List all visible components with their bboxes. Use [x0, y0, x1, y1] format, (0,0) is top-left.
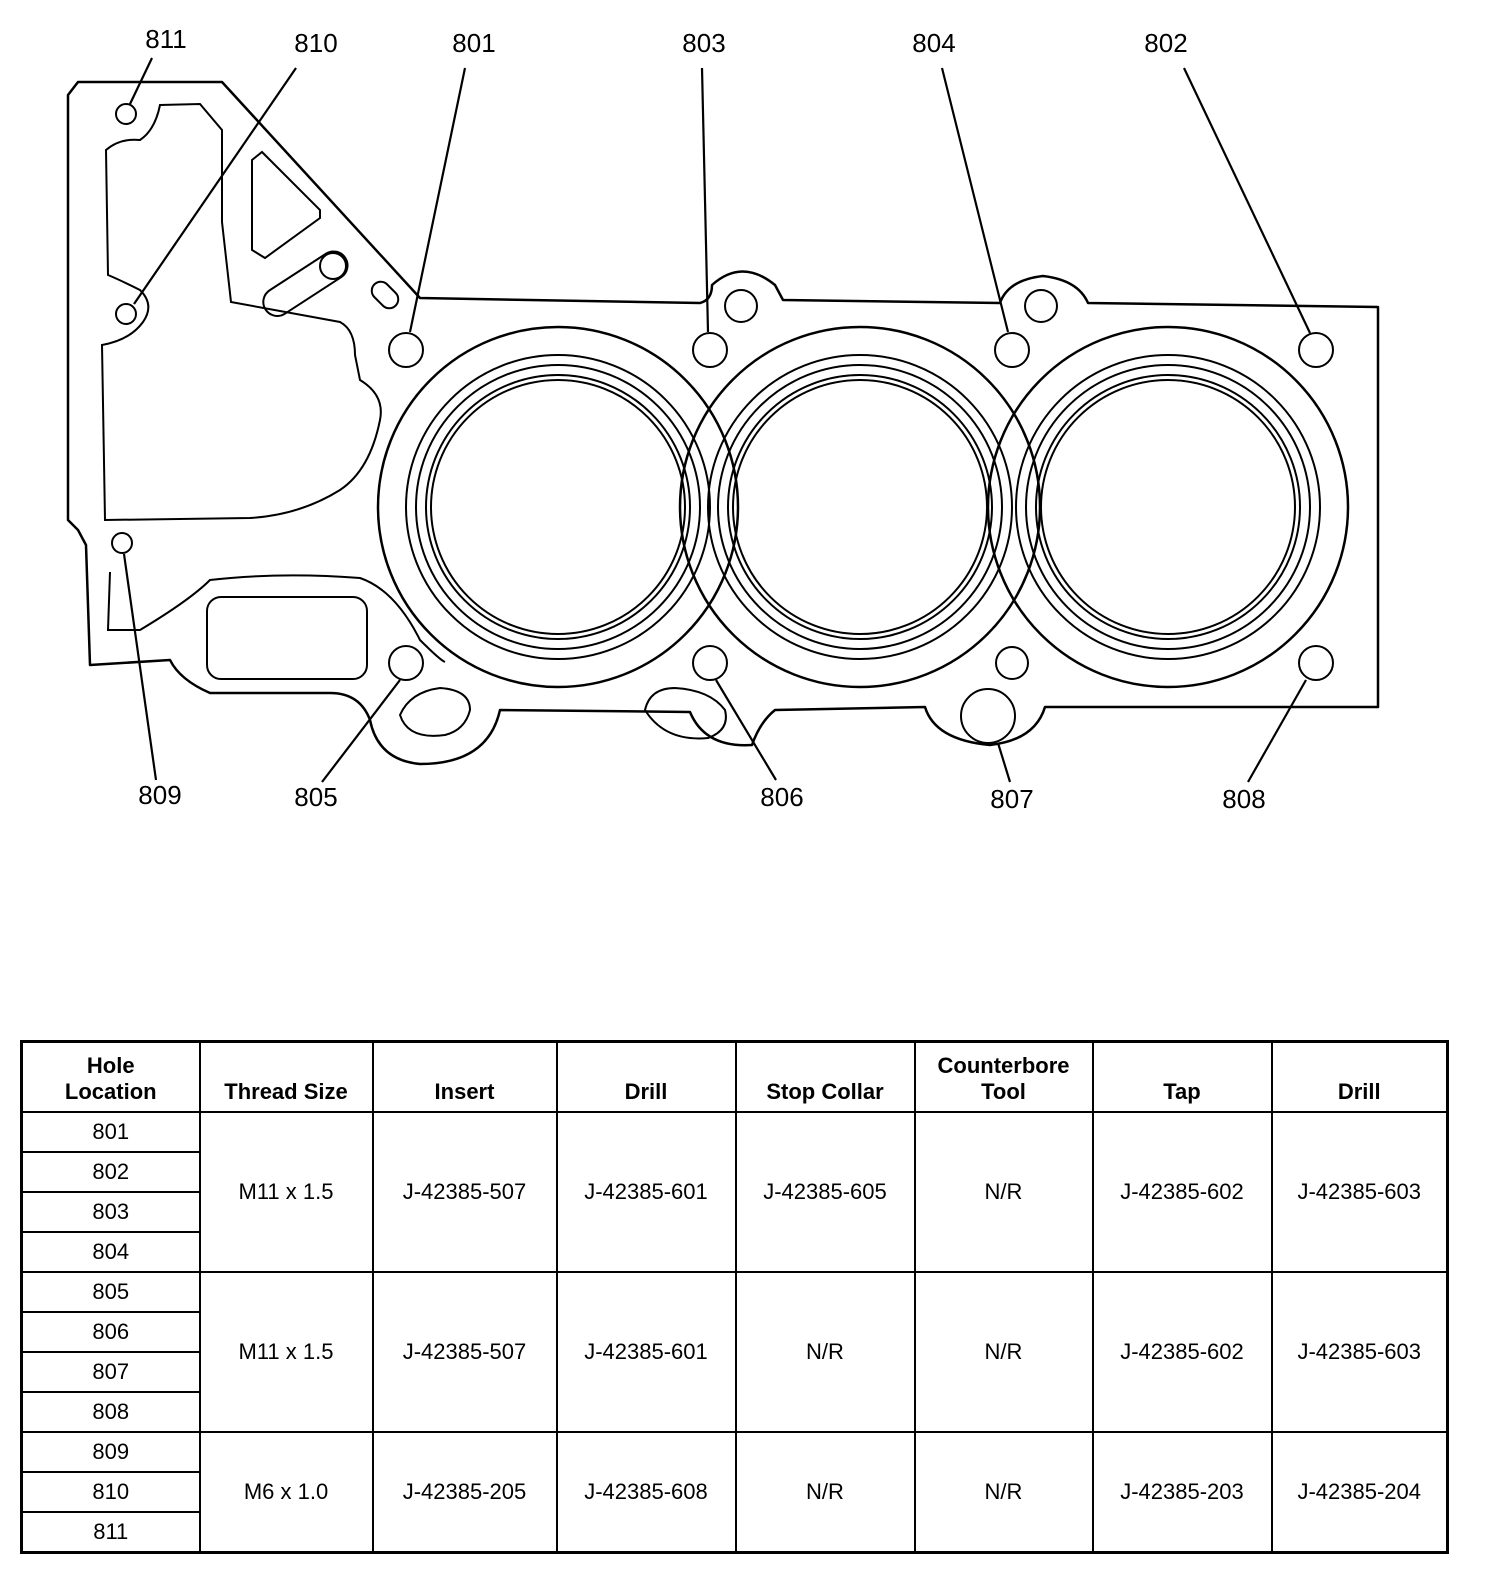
slot-passage — [262, 250, 349, 317]
hole-location-cell: 808 — [20, 1391, 201, 1433]
drill-2-cell: J-42385-603 — [1270, 1111, 1449, 1273]
hole-802 — [1298, 332, 1334, 368]
thread-size-cell: M11 x 1.5 — [198, 1271, 374, 1433]
hole-location-cell: 807 — [20, 1351, 201, 1393]
cylinder-1 — [376, 325, 740, 689]
hole-807 — [960, 688, 1016, 744]
tap-cell: J-42385-602 — [1091, 1271, 1273, 1433]
hole-807b — [995, 646, 1029, 680]
table-row: 807 — [20, 1351, 1448, 1393]
counterbore-tool-cell: N/R — [913, 1271, 1094, 1433]
hole-804 — [994, 332, 1030, 368]
hole-location-cell: 804 — [20, 1231, 201, 1273]
hole-location-cell: 806 — [20, 1311, 201, 1353]
header-drill-2: Drill — [1270, 1040, 1449, 1113]
header-drill: Drill — [555, 1040, 737, 1113]
hole-top-b — [1024, 289, 1058, 323]
counterbore-tool-cell: N/R — [913, 1111, 1094, 1273]
table-row: 810 — [20, 1471, 1448, 1513]
insert-cell: J-42385-507 — [371, 1271, 558, 1433]
hole-805 — [388, 645, 424, 681]
table-row: 801 M11 x 1.5 J-42385-507 J-42385-601 J-… — [20, 1111, 1449, 1273]
callout-801: 801 — [452, 28, 495, 58]
hole-803 — [692, 332, 728, 368]
thread-size-cell: M6 x 1.0 — [198, 1431, 374, 1554]
header-stop-collar: Stop Collar — [734, 1040, 916, 1113]
callout-807: 807 — [990, 784, 1033, 814]
header-thread-size: Thread Size — [198, 1040, 374, 1113]
callout-802: 802 — [1144, 28, 1187, 58]
insert-cell: J-42385-507 — [371, 1111, 558, 1273]
table-row: 804 — [20, 1231, 1448, 1273]
gasket-outline — [66, 80, 1380, 766]
hole-809 — [111, 532, 133, 554]
callout-805: 805 — [294, 782, 337, 812]
hole-801 — [388, 332, 424, 368]
drill-2-cell: J-42385-603 — [1270, 1271, 1449, 1433]
stop-collar-cell: N/R — [734, 1271, 916, 1433]
table-row: 809 M6 x 1.0 J-42385-205 J-42385-608 N/R… — [20, 1431, 1449, 1554]
tool-spec-table: Hole Location Thread Size Insert Drill S… — [20, 1040, 1449, 1554]
header-hole-location: Hole Location — [20, 1040, 201, 1113]
drill-cell: J-42385-601 — [555, 1111, 737, 1273]
header-counterbore-tool: Counterbore Tool — [913, 1040, 1094, 1113]
table-row: 802 — [20, 1151, 1448, 1193]
triangle-passage — [251, 150, 321, 260]
callout-806: 806 — [760, 782, 803, 812]
insert-cell: J-42385-205 — [371, 1431, 558, 1554]
table-row: 806 — [20, 1311, 1448, 1353]
table-row: 805 M11 x 1.5 J-42385-507 J-42385-601 N/… — [20, 1271, 1449, 1433]
hole-location-cell: 809 — [20, 1431, 201, 1473]
left-upper-passage — [100, 102, 382, 522]
hole-location-cell: 803 — [20, 1191, 201, 1233]
hole-top-a — [724, 289, 758, 323]
callout-808: 808 — [1222, 784, 1265, 814]
callout-809: 809 — [138, 780, 181, 810]
callout-810: 810 — [294, 28, 337, 58]
lower-left-passage — [206, 596, 368, 680]
header-tap: Tap — [1091, 1040, 1273, 1113]
table-header-row: Hole Location Thread Size Insert Drill S… — [20, 1040, 1449, 1113]
hole-808 — [1298, 645, 1334, 681]
hole-location-cell: 802 — [20, 1151, 201, 1193]
hole-811 — [115, 103, 137, 125]
table-row: 803 — [20, 1191, 1448, 1233]
lower-oval-1 — [398, 686, 472, 737]
table-row: 808 — [20, 1391, 1448, 1433]
thread-size-cell: M11 x 1.5 — [198, 1111, 374, 1273]
hole-location-cell: 805 — [20, 1271, 201, 1313]
callout-804: 804 — [912, 28, 955, 58]
small-slot — [370, 280, 400, 310]
callout-811: 811 — [145, 24, 186, 54]
head-gasket-diagram: 811 810 801 803 804 802 809 805 806 807 … — [66, 24, 1380, 814]
cylinder-3 — [986, 325, 1350, 689]
counterbore-tool-cell: N/R — [913, 1431, 1094, 1554]
header-insert: Insert — [371, 1040, 558, 1113]
left-lower-passage — [106, 571, 446, 663]
leader-lines — [122, 57, 1311, 783]
hole-806 — [692, 645, 728, 681]
tap-cell: J-42385-602 — [1091, 1111, 1273, 1273]
slot-end-circle — [319, 252, 347, 280]
hole-location-cell: 810 — [20, 1471, 201, 1513]
cylinder-2 — [678, 325, 1042, 689]
callout-803: 803 — [682, 28, 725, 58]
hole-location-cell: 801 — [20, 1111, 201, 1153]
stop-collar-cell: J-42385-605 — [734, 1111, 916, 1273]
tap-cell: J-42385-203 — [1091, 1431, 1273, 1554]
table-row: 811 — [20, 1511, 1448, 1554]
lower-oval-2 — [643, 686, 727, 740]
drill-2-cell: J-42385-204 — [1270, 1431, 1449, 1554]
stop-collar-cell: N/R — [734, 1431, 916, 1554]
bolt-holes — [111, 103, 1334, 744]
drill-cell: J-42385-608 — [555, 1431, 737, 1554]
hole-810 — [115, 303, 137, 325]
hole-location-cell: 811 — [20, 1511, 201, 1554]
drill-cell: J-42385-601 — [555, 1271, 737, 1433]
